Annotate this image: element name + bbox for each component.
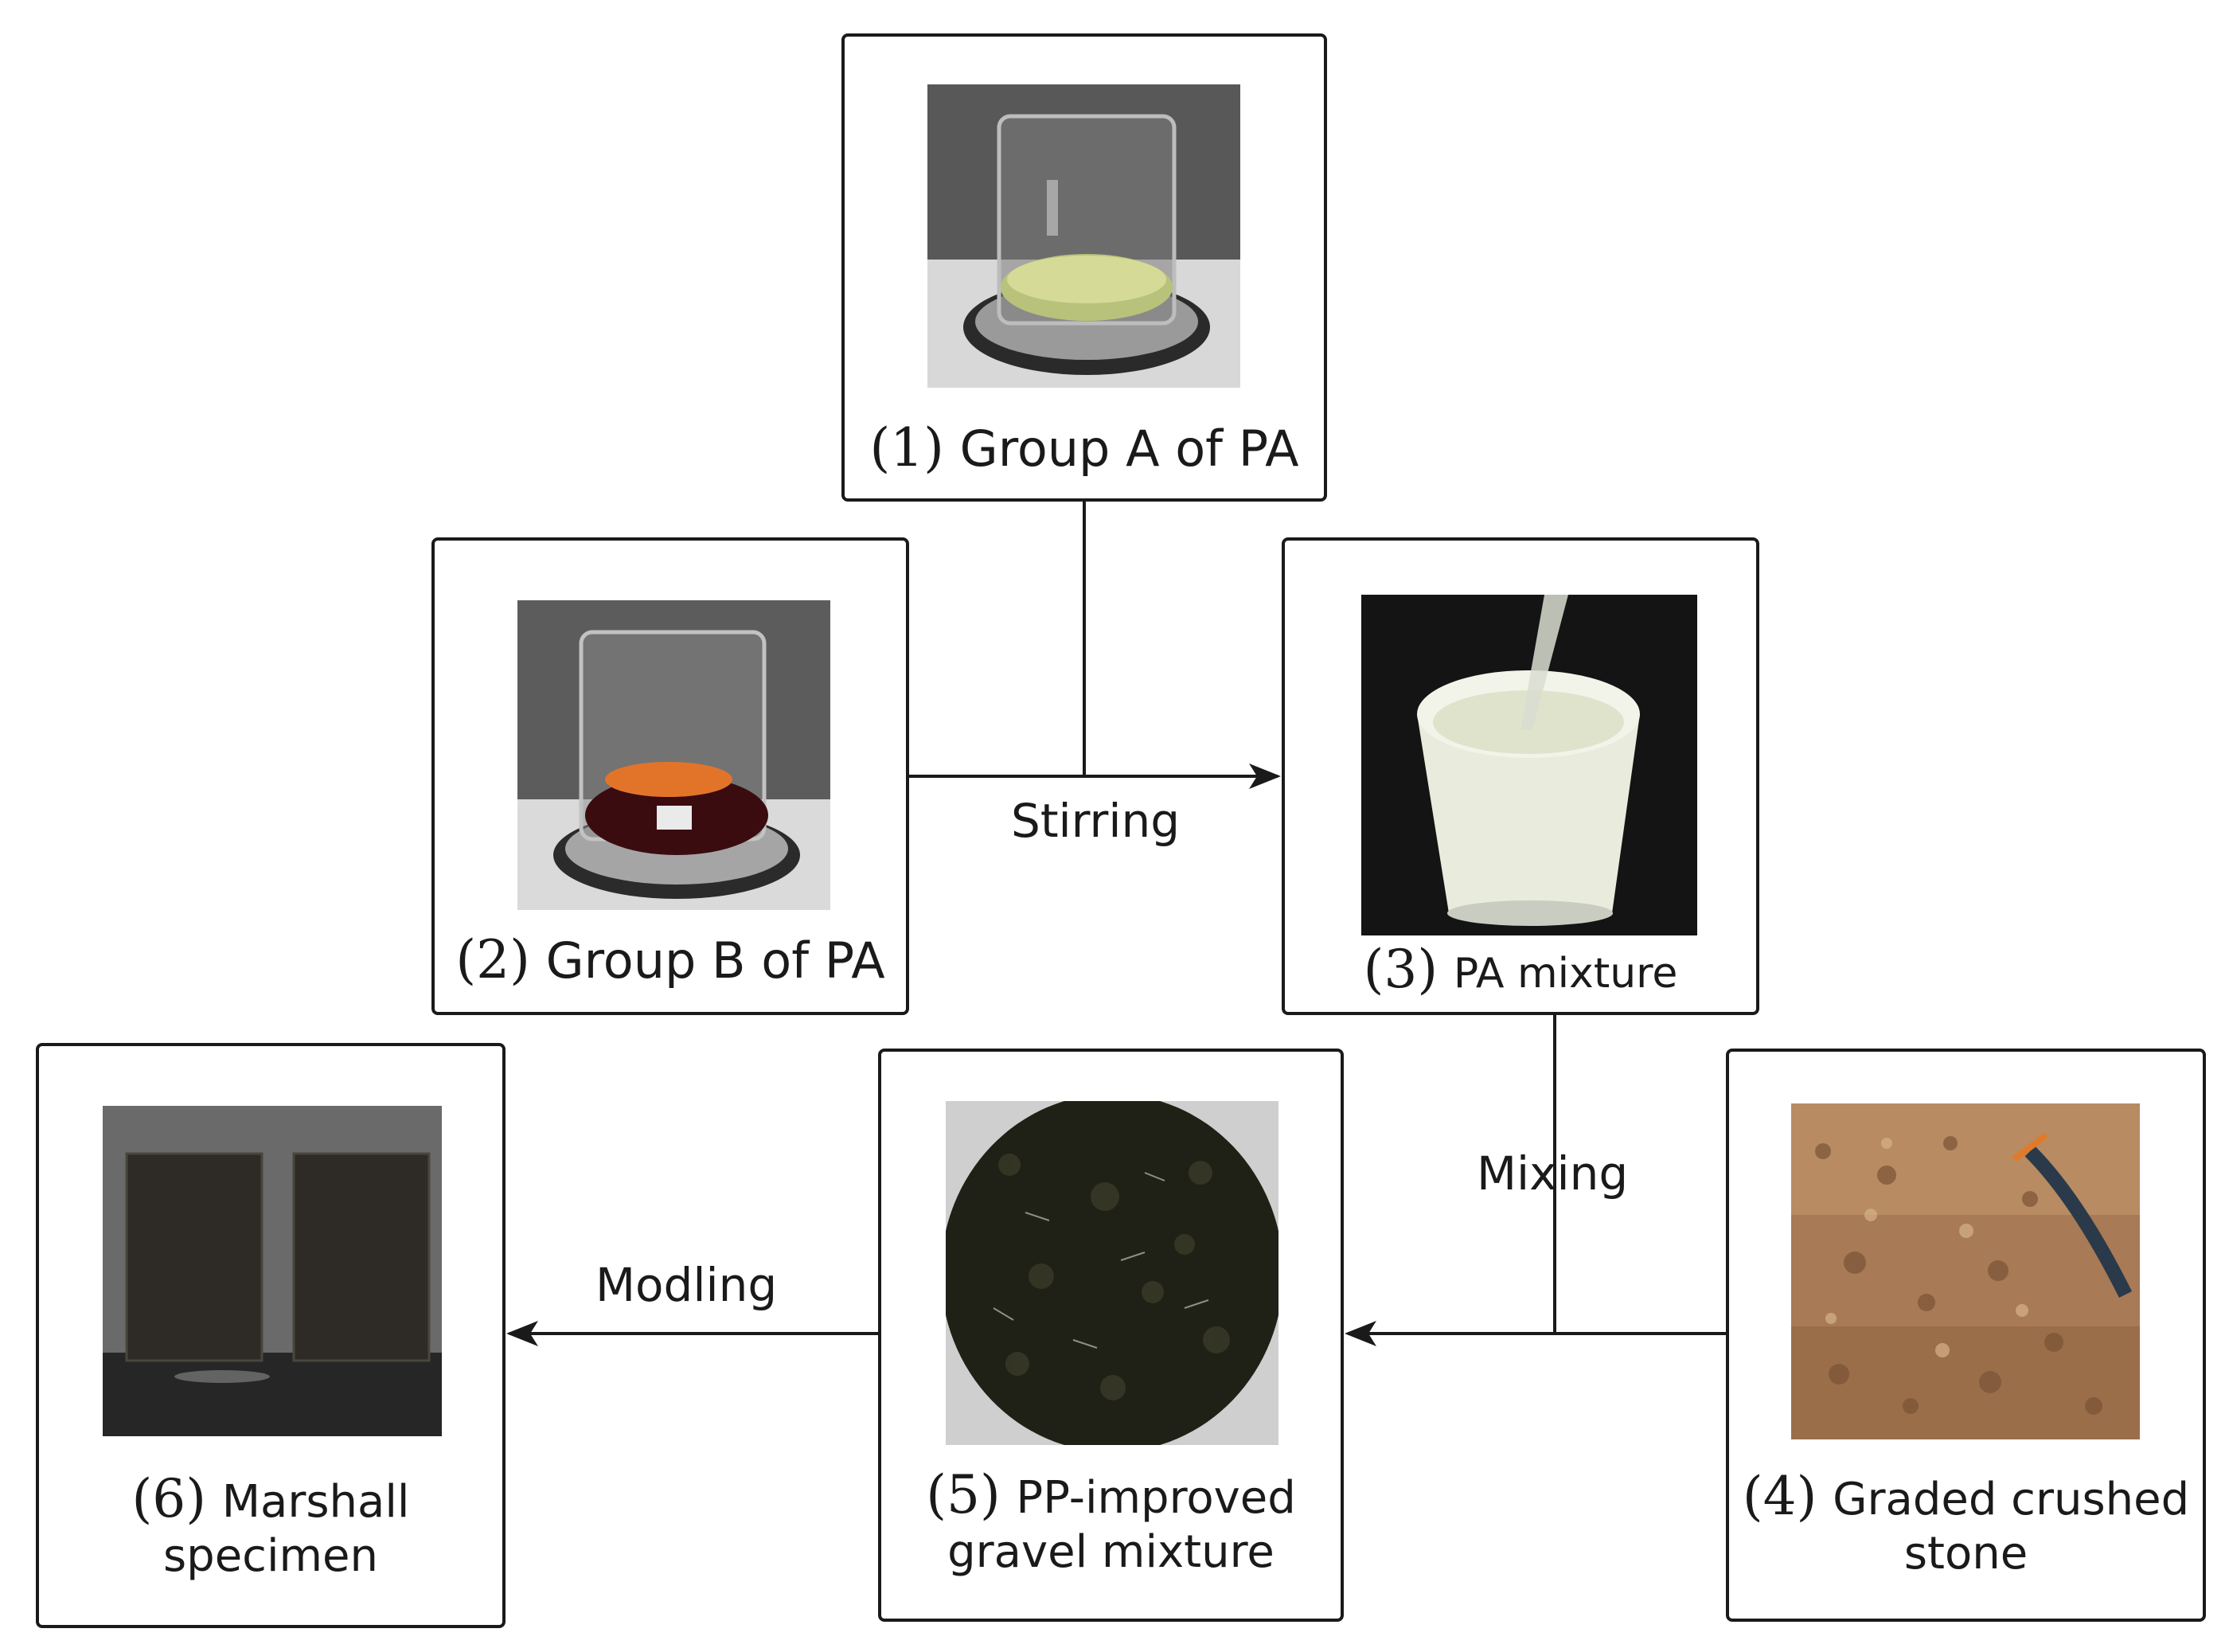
step-label-stirring: Stirring [1011, 794, 1181, 848]
caption-group-b: (2) Group B of PA [435, 929, 906, 991]
photo-pa-mixture-cup [1361, 595, 1697, 935]
caption-label: Group A of PA [959, 420, 1299, 478]
caption-label: PA mixture [1453, 950, 1678, 998]
box-marshall-specimen: (6) Marshall specimen [36, 1043, 506, 1628]
caption-line-2: stone [1903, 1527, 2028, 1580]
box-pa-mixture: (3) PA mixture [1282, 537, 1759, 1015]
caption-number: (4) [1742, 1466, 1817, 1527]
caption-number: (2) [455, 929, 530, 990]
caption-number: (1) [869, 417, 944, 478]
caption-marshall-specimen: (6) Marshall specimen [39, 1468, 502, 1583]
caption-line-1: (5) PP-improved [881, 1464, 1341, 1526]
box-graded-stone: (4) Graded crushed stone [1726, 1049, 2206, 1622]
caption-number: (5) [926, 1464, 1001, 1525]
photo-graded-stone [1791, 1103, 2140, 1439]
caption-pa-mixture: (3) PA mixture [1285, 939, 1756, 1001]
box-pp-gravel-mixture: (5) PP-improved gravel mixture [878, 1049, 1344, 1622]
caption-pp-gravel-mixture: (5) PP-improved gravel mixture [881, 1464, 1341, 1579]
photo-group-b-beaker [517, 600, 830, 910]
step-label-modling: Modling [595, 1258, 778, 1312]
caption-label: Group B of PA [545, 931, 885, 990]
box-group-a: (1) Group A of PA [841, 33, 1327, 502]
photo-group-a-beaker [927, 84, 1240, 388]
caption-line-1: (6) Marshall [39, 1468, 502, 1530]
caption-line-2: gravel mixture [947, 1525, 1275, 1578]
caption-label: Graded crushed [1833, 1474, 2190, 1525]
caption-label: PP-improved [1016, 1472, 1296, 1524]
caption-line-2: specimen [162, 1529, 379, 1582]
photo-marshall-specimen [103, 1106, 442, 1436]
caption-number: (6) [131, 1468, 207, 1529]
caption-line-1: (4) Graded crushed [1729, 1466, 2203, 1528]
caption-label: Marshall [221, 1476, 410, 1528]
photo-pp-gravel-mixture [946, 1101, 1278, 1445]
caption-group-a: (1) Group A of PA [845, 417, 1324, 479]
step-label-mixing: Mixing [1477, 1146, 1629, 1201]
caption-number: (3) [1363, 939, 1439, 1000]
box-group-b: (2) Group B of PA [431, 537, 909, 1015]
caption-graded-stone: (4) Graded crushed stone [1729, 1466, 2203, 1580]
